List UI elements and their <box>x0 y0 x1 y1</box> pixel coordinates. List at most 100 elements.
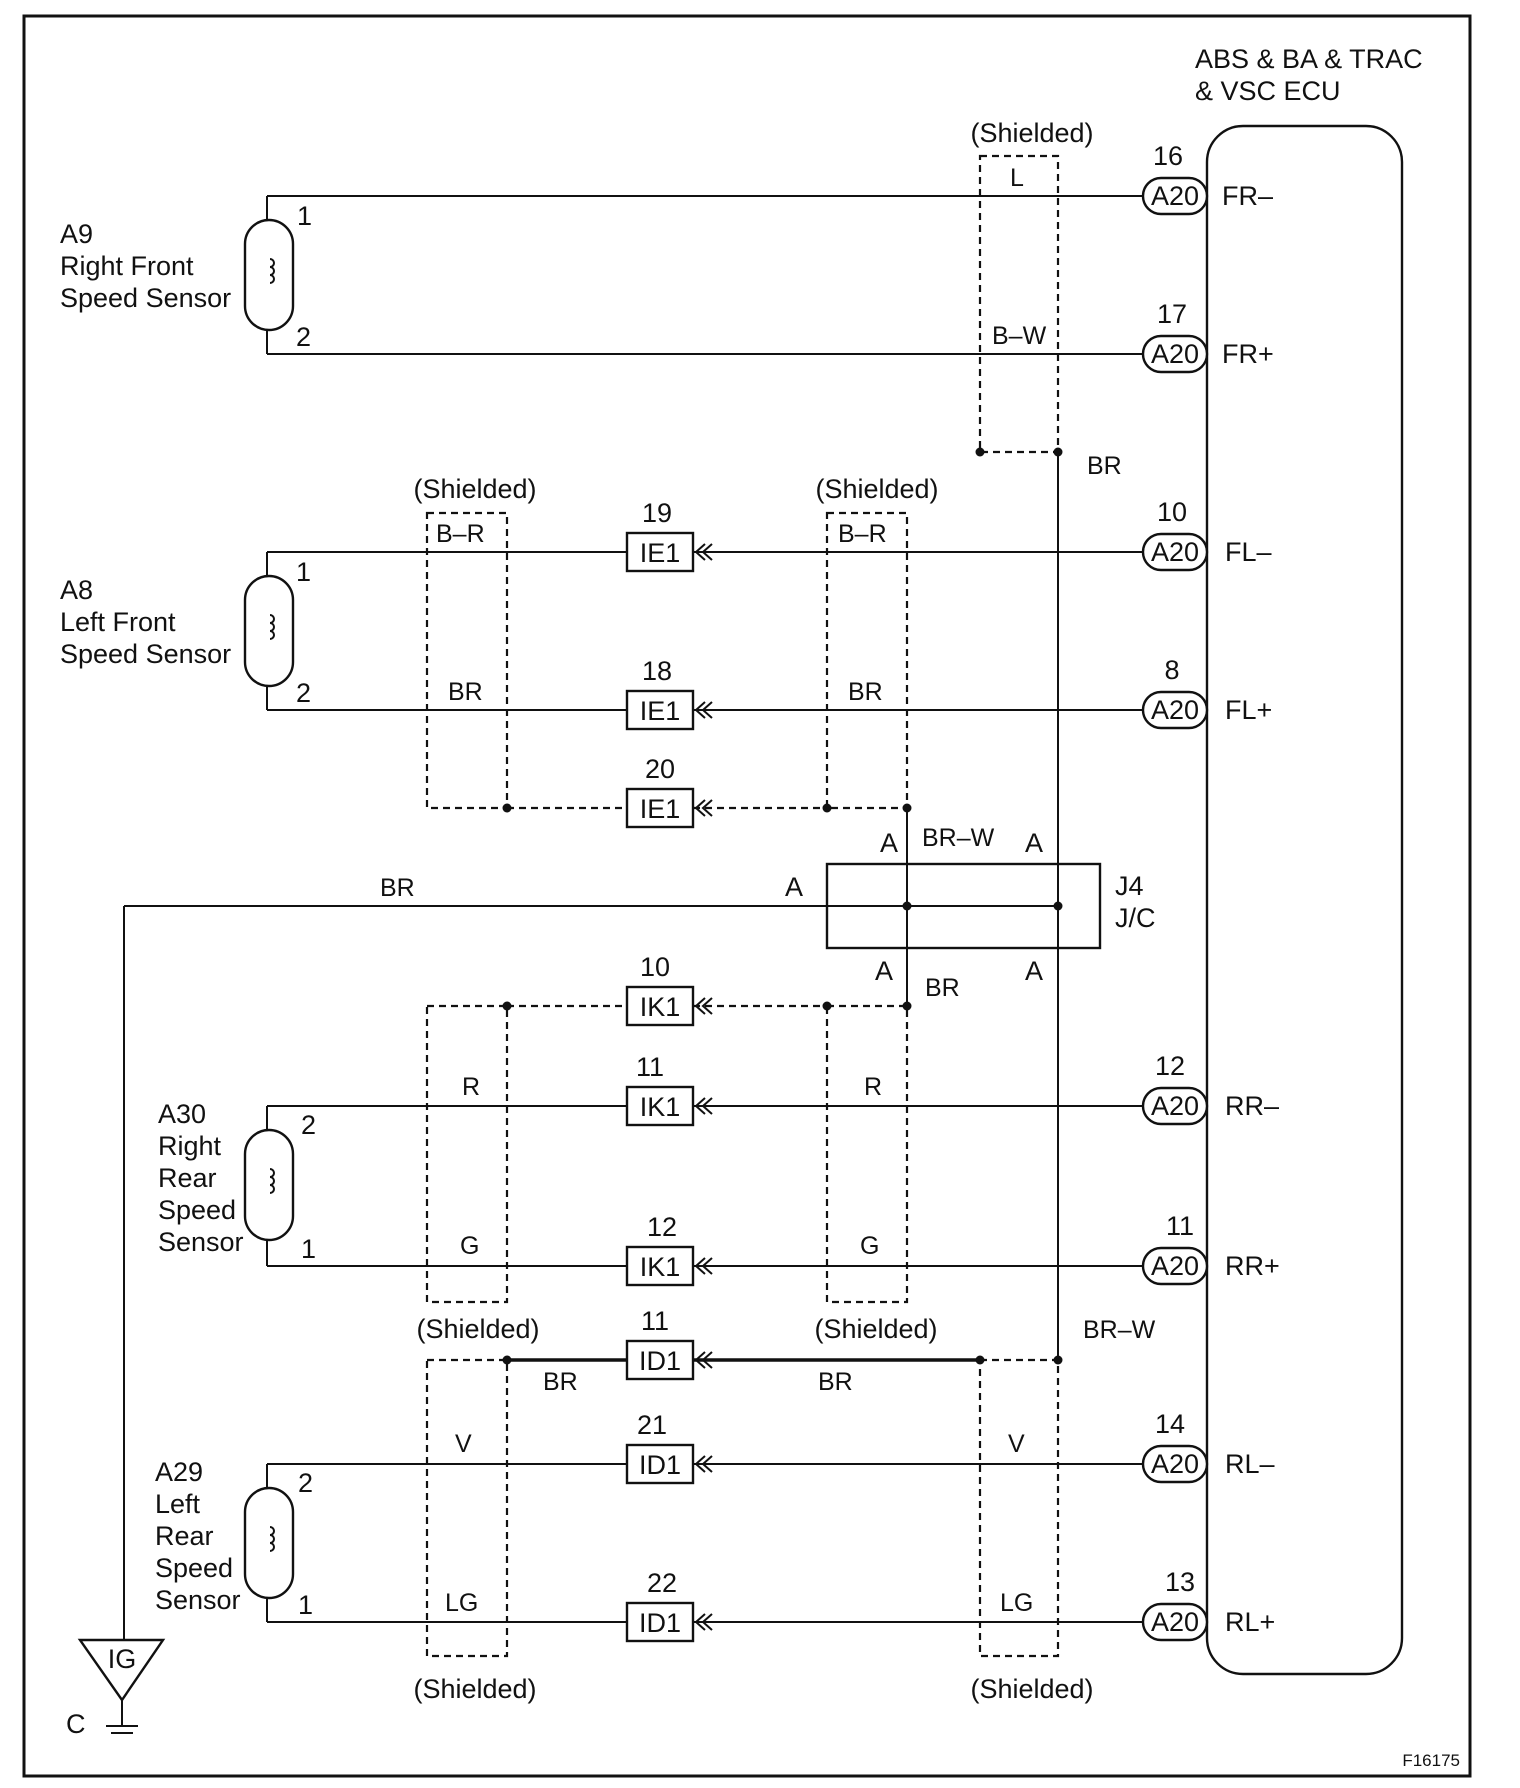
ecu-title-line2: & VSC ECU <box>1195 76 1341 106</box>
ecu-signal-label: FL– <box>1225 537 1272 567</box>
ecu-connector-label: A20 <box>1151 1607 1199 1637</box>
ecu-pin-number: 12 <box>1155 1051 1185 1081</box>
sensor-name-line: Speed Sensor <box>60 639 231 669</box>
sensor-pin-bottom: 2 <box>296 678 311 708</box>
connector-ik1-10: IK1 10 <box>625 952 713 1027</box>
ground-ig: IG C <box>66 1638 166 1739</box>
sensor-name-line: Sensor <box>155 1585 241 1615</box>
connector-pin: 12 <box>647 1212 677 1242</box>
connector-name: IK1 <box>640 992 681 1022</box>
ecu-signal-label: RR+ <box>1225 1251 1280 1281</box>
sensor-name-line: Speed Sensor <box>60 283 231 313</box>
shield-fr <box>978 154 1060 454</box>
wire-color-label: B–R <box>436 520 485 548</box>
sensor-pin-top: 2 <box>301 1110 316 1140</box>
wire-color-label: R <box>462 1073 480 1101</box>
sensor-name-line: Speed <box>155 1553 233 1583</box>
wire-color-label: BR–W <box>1083 1316 1156 1344</box>
connector-name: IE1 <box>640 538 681 568</box>
wire-color-label: B–W <box>992 322 1047 350</box>
shield-rl-left <box>425 1358 509 1658</box>
ecu-signal-label: RL+ <box>1225 1607 1275 1637</box>
wire-color-label: BR <box>818 1368 853 1396</box>
ecu-pin-number: 10 <box>1157 497 1187 527</box>
ecu-pin-number: 17 <box>1157 299 1187 329</box>
sensor-name-line: Rear <box>155 1521 214 1551</box>
ecu-pin-fr-plus: A20 17 FR+ <box>267 299 1274 374</box>
ecu-pin-number: 14 <box>1155 1409 1185 1439</box>
connector-name: ID1 <box>639 1346 681 1376</box>
speed-sensor-icon <box>243 574 295 688</box>
ground-symbol-label: IG <box>108 1644 137 1674</box>
diagram-border <box>22 14 1472 1778</box>
jc-pin-label: A <box>785 872 803 902</box>
ecu-pin-number: 16 <box>1153 141 1183 171</box>
wire-color-label: BR–W <box>922 824 995 852</box>
connector-pin: 10 <box>640 952 670 982</box>
wire-color-label: BR <box>1087 452 1122 480</box>
ecu-connector-label: A20 <box>1151 1091 1199 1121</box>
connector-name: IE1 <box>640 696 681 726</box>
ecu-signal-label: FL+ <box>1225 695 1272 725</box>
ground-label: C <box>66 1709 86 1739</box>
jc-pin-label: A <box>1025 828 1043 858</box>
jc-pin-label: A <box>1025 956 1043 986</box>
wire-color-label: BR <box>380 874 415 902</box>
wire-color-label: L <box>1010 164 1024 192</box>
junction-connector-j4: J4 J/C A A A A A <box>124 828 1156 986</box>
ecu-connector <box>1141 1602 1209 1642</box>
ecu-connector-label: A20 <box>1151 339 1199 369</box>
ecu-pin-rr-minus: A20 12 RR– <box>267 1051 1279 1126</box>
shielded-label: (Shielded) <box>970 118 1093 148</box>
ecu-signal-label: FR– <box>1222 181 1273 211</box>
ecu-pin-number: 8 <box>1164 655 1179 685</box>
connector-pin: 22 <box>647 1568 677 1598</box>
sensor-pin-top: 1 <box>296 557 311 587</box>
connector-pin: 18 <box>642 656 672 686</box>
connector-pin: 11 <box>641 1306 669 1336</box>
sensor-name-line: Left Front <box>60 607 176 637</box>
ecu-connector <box>1141 690 1209 730</box>
speed-sensor-icon <box>243 218 295 332</box>
connector-ie1-19: IE1 19 <box>625 498 713 573</box>
figure-code: F16175 <box>1402 1751 1460 1770</box>
shielded-label: (Shielded) <box>413 474 536 504</box>
ecu-pin-number: 11 <box>1166 1211 1194 1241</box>
wire-color-label: LG <box>1000 1589 1033 1617</box>
shield-rr-left <box>425 1004 509 1304</box>
sensor-id: A9 <box>60 219 93 249</box>
ecu-signal-label: RR– <box>1225 1091 1279 1121</box>
sensor-pin-bottom: 1 <box>301 1234 316 1264</box>
sensor-name-line: Sensor <box>158 1227 244 1257</box>
ecu-connector <box>1141 334 1209 374</box>
sensor-pin-bottom: 1 <box>298 1590 313 1620</box>
wire-color-label: B–R <box>838 520 887 548</box>
sensor-name-line: Speed <box>158 1195 236 1225</box>
ecu-connector <box>1141 1246 1209 1286</box>
sensor-pin-bottom: 2 <box>296 322 311 352</box>
sensor-a30: A30 Right Rear Speed Sensor 2 1 <box>158 1099 316 1264</box>
jc-type: J/C <box>1115 903 1156 933</box>
sensor-name-line: Right <box>158 1131 222 1161</box>
sensor-a9: A9 Right Front Speed Sensor 1 2 <box>60 201 312 352</box>
shield-rr-right <box>825 1004 909 1304</box>
shielded-label: (Shielded) <box>416 1314 539 1344</box>
speed-sensor-icon <box>243 1128 295 1242</box>
connector-name: IE1 <box>640 794 681 824</box>
connector-name: ID1 <box>639 1450 681 1480</box>
ecu-connector-label: A20 <box>1151 537 1199 567</box>
shielded-label: (Shielded) <box>815 474 938 504</box>
connector-ik1-11: IK1 11 <box>625 1052 713 1127</box>
shielded-label: (Shielded) <box>814 1314 937 1344</box>
ecu-pin-rl-plus: A20 13 RL+ <box>267 1567 1275 1642</box>
connector-name: ID1 <box>639 1608 681 1638</box>
ecu-pin-fl-plus: A20 8 FL+ <box>267 655 1272 730</box>
ecu-connector <box>1141 176 1209 216</box>
shielded-label: (Shielded) <box>413 1674 536 1704</box>
connector-name: IK1 <box>640 1252 681 1282</box>
sensor-id: A29 <box>155 1457 203 1487</box>
ecu-signal-label: FR+ <box>1222 339 1274 369</box>
connector-ie1-18: IE1 18 <box>625 656 713 731</box>
connector-id1-11: ID1 11 <box>625 1306 713 1381</box>
wire-color-label: R <box>864 1073 882 1101</box>
